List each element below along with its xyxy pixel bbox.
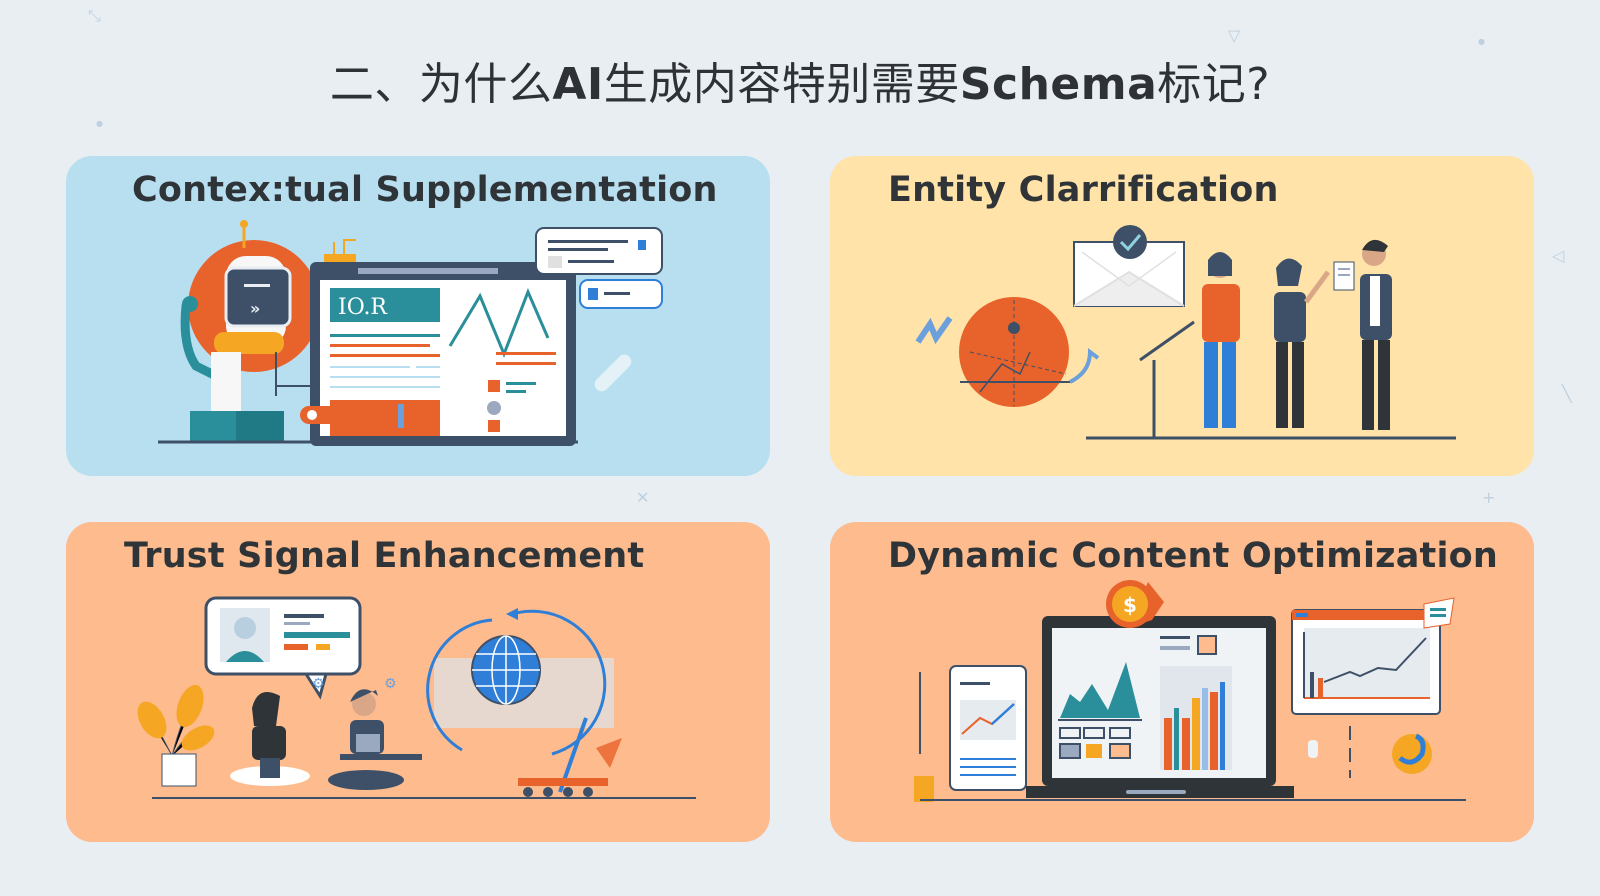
- card-trust-signal-enhancement: ⚙ ⚙ Trust Signal Enhancement: [66, 522, 770, 842]
- plus-deco-icon: +: [1482, 488, 1496, 507]
- people-globe-illustration: ⚙ ⚙: [137, 596, 696, 799]
- robot-dashboard-illustration: » IO.R: [158, 220, 663, 446]
- title-part: 生成内容特别需要: [603, 59, 960, 110]
- triangle-deco-icon: ▽: [1228, 26, 1241, 45]
- svg-text:⚙: ⚙: [384, 676, 397, 692]
- dollar-symbol: $: [1123, 593, 1137, 617]
- screen-label: IO.R: [338, 295, 388, 320]
- cross-deco-icon: ✕: [636, 488, 650, 507]
- title-part: 二、为什么: [329, 59, 553, 110]
- arrow-deco-icon: ⤡: [88, 6, 101, 25]
- card-title: Dynamic Content Optimization: [888, 536, 1499, 576]
- check-badge-icon: [1113, 225, 1147, 259]
- triangle-deco-icon: ◁: [1552, 246, 1565, 265]
- card-title: Trust Signal Enhancement: [124, 536, 645, 576]
- dot-deco-icon: ●: [1478, 37, 1485, 46]
- card-contextual-supplementation: » IO.R: [66, 156, 770, 476]
- card-dynamic-content-optimization: $ Dynamic Content Optimization: [830, 522, 1534, 842]
- laptop-charts-illustration: $: [914, 580, 1466, 802]
- svg-text:»: »: [250, 299, 260, 318]
- card-title: Entity Clarrification: [888, 170, 1279, 210]
- title-part-ai: AI: [552, 59, 604, 110]
- card-title: Contex:tual Supplementation: [132, 170, 718, 210]
- dot-deco-icon: ●: [96, 119, 103, 128]
- title-part: 标记?: [1157, 59, 1271, 110]
- card-entity-clarification: Entity Clarrification: [830, 156, 1534, 476]
- people-envelope-illustration: [915, 225, 1456, 440]
- page-title: 二、为什么AI生成内容特别需要Schema标记?: [0, 48, 1600, 112]
- title-part-schema: Schema: [959, 59, 1158, 110]
- dollar-badge-icon: [1112, 586, 1148, 622]
- svg-text:⚙: ⚙: [312, 676, 325, 692]
- line-deco-icon: ╲: [1562, 384, 1572, 403]
